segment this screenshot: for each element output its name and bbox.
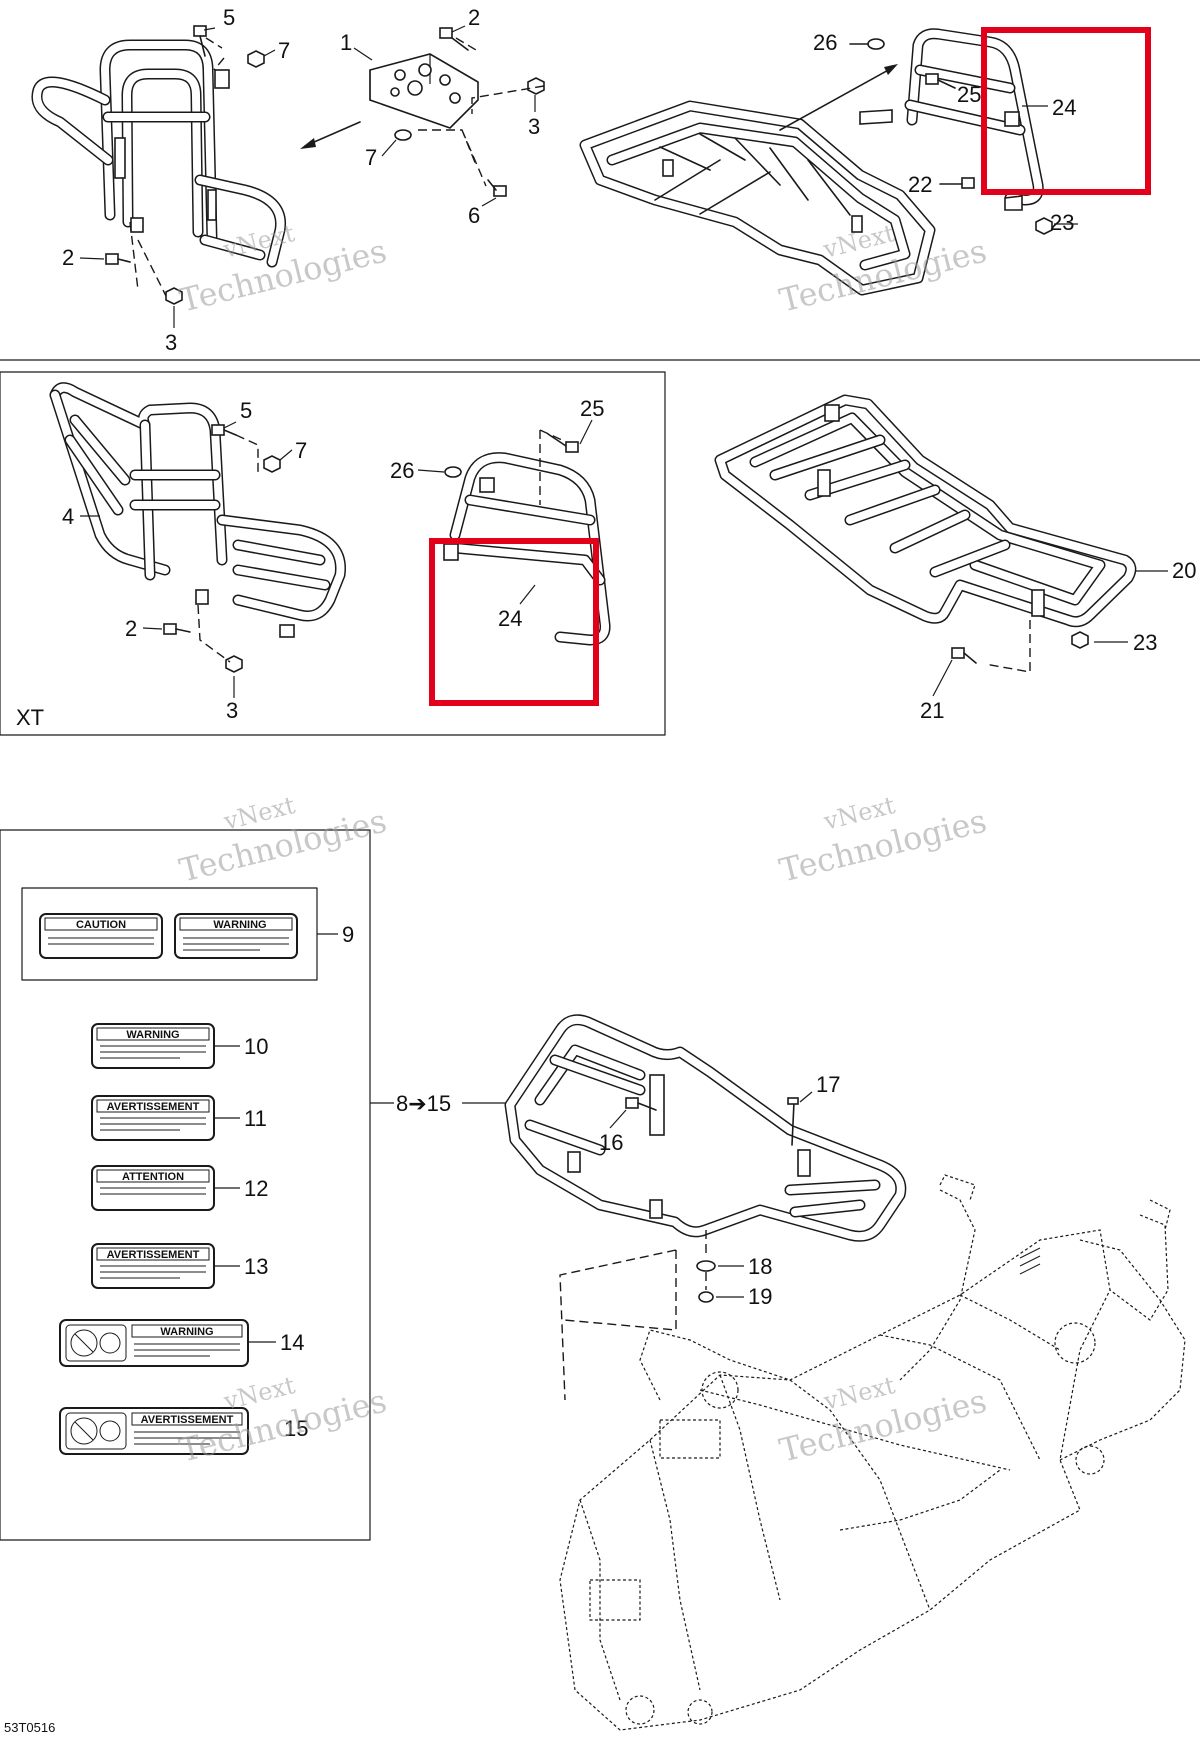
decal-13-title: AVERTISSEMENT: [107, 1249, 200, 1261]
callout-7-xt: 7: [295, 438, 307, 463]
arrow-line-2: [779, 67, 893, 131]
callout-3-xt: 3: [226, 698, 238, 723]
decal-14-title: WARNING: [160, 1326, 213, 1338]
rear-bar-xt: [443, 452, 611, 646]
vehicle-frame: [559, 1174, 1186, 1731]
fasteners-top-right: [849, 38, 1053, 235]
callout-11: 11: [244, 1106, 267, 1131]
highlight-box-24-xt: [429, 538, 599, 706]
arrow-head: [300, 138, 316, 149]
decal-9-title-warning: WARNING: [213, 919, 266, 931]
decal-12: ATTENTION: [91, 1165, 215, 1211]
callout-22: 22: [908, 172, 932, 197]
decal-11-title: AVERTISSEMENT: [107, 1101, 200, 1113]
figure-code: 53T0516: [4, 1720, 55, 1735]
decal-9-title-caution: CAUTION: [76, 919, 126, 931]
rear-rack-standard: [579, 100, 936, 296]
callout-19: 19: [748, 1284, 772, 1309]
callout-7b: 7: [365, 145, 377, 170]
rear-rack-20: [714, 394, 1137, 628]
callout-23: 23: [1050, 210, 1074, 235]
callout-5: 5: [223, 5, 235, 30]
callout-26-xt: 26: [390, 458, 414, 483]
callout-12: 12: [244, 1176, 268, 1201]
decal-15: AVERTISSEMENT: [59, 1407, 249, 1455]
callout-2: 2: [468, 5, 480, 30]
arrow-head-2: [884, 64, 898, 75]
decal-12-title: ATTENTION: [122, 1171, 184, 1183]
fasteners-top-left: [105, 25, 545, 305]
callout-24-xt: 24: [498, 606, 522, 631]
callout-25-xt: 25: [580, 396, 604, 421]
fasteners-rack-20: [951, 631, 1089, 664]
front-rack: [504, 1014, 907, 1242]
callout-2-xt: 2: [125, 616, 137, 641]
callout-26: 26: [813, 30, 837, 55]
callout-20: 20: [1172, 558, 1196, 583]
decal-14: WARNING: [59, 1319, 249, 1367]
callout-9: 9: [342, 922, 354, 947]
callout-8-to-15: 8➔15: [396, 1091, 451, 1116]
decal-13: AVERTISSEMENT: [91, 1243, 215, 1289]
assembly-dashes-front-rack: [559, 1230, 707, 1401]
callout-6: 6: [468, 203, 480, 228]
fasteners-front-rack: [625, 1097, 799, 1303]
decal-9-warning: WARNING: [174, 913, 298, 959]
callout-2b: 2: [62, 245, 74, 270]
callout-16: 16: [599, 1130, 623, 1155]
watermark-6: vNext Technologies: [776, 1371, 991, 1470]
callout-24: 24: [1052, 95, 1076, 120]
xt-section-box: [0, 371, 666, 736]
callout-25: 25: [957, 82, 981, 107]
decal-kit-box: [0, 829, 371, 1541]
assembly-dashes: [129, 37, 545, 297]
callout-18: 18: [748, 1254, 772, 1279]
highlight-box-24-top: [981, 27, 1151, 195]
callout-14: 14: [280, 1330, 304, 1355]
assembly-dashes-rack-20: [984, 620, 1031, 673]
decal-10-title: WARNING: [126, 1029, 179, 1041]
callout-21: 21: [920, 698, 944, 723]
callout-5-xt: 5: [240, 398, 252, 423]
bracket-plate: [369, 53, 479, 129]
callout-15: 15: [284, 1416, 308, 1441]
callout-10: 10: [244, 1034, 268, 1059]
callout-3b: 3: [165, 330, 177, 355]
fasteners-xt: [163, 424, 281, 673]
front-bumper-standard: [31, 39, 287, 268]
callout-1: 1: [340, 30, 352, 55]
callout-13: 13: [244, 1254, 268, 1279]
decal-11: AVERTISSEMENT: [91, 1095, 215, 1141]
assembly-dashes-xt: [197, 434, 259, 663]
rear-bar-standard: [859, 28, 1044, 211]
decal-9-caution: CAUTION: [39, 913, 163, 959]
decal-10: WARNING: [91, 1023, 215, 1069]
callout-17: 17: [816, 1072, 840, 1097]
decal-15-title: AVERTISSEMENT: [141, 1414, 234, 1426]
assembly-dashes-xt-rear: [539, 429, 563, 505]
fasteners-xt-rear: [444, 433, 579, 478]
callout-3: 3: [528, 114, 540, 139]
front-bumper-xt: [49, 382, 346, 638]
callout-23-xt: 23: [1133, 630, 1157, 655]
watermark-4: vNext Technologies: [776, 791, 991, 890]
callout-4: 4: [62, 504, 74, 529]
xt-model-label: XT: [16, 705, 44, 730]
callout-7: 7: [278, 38, 290, 63]
